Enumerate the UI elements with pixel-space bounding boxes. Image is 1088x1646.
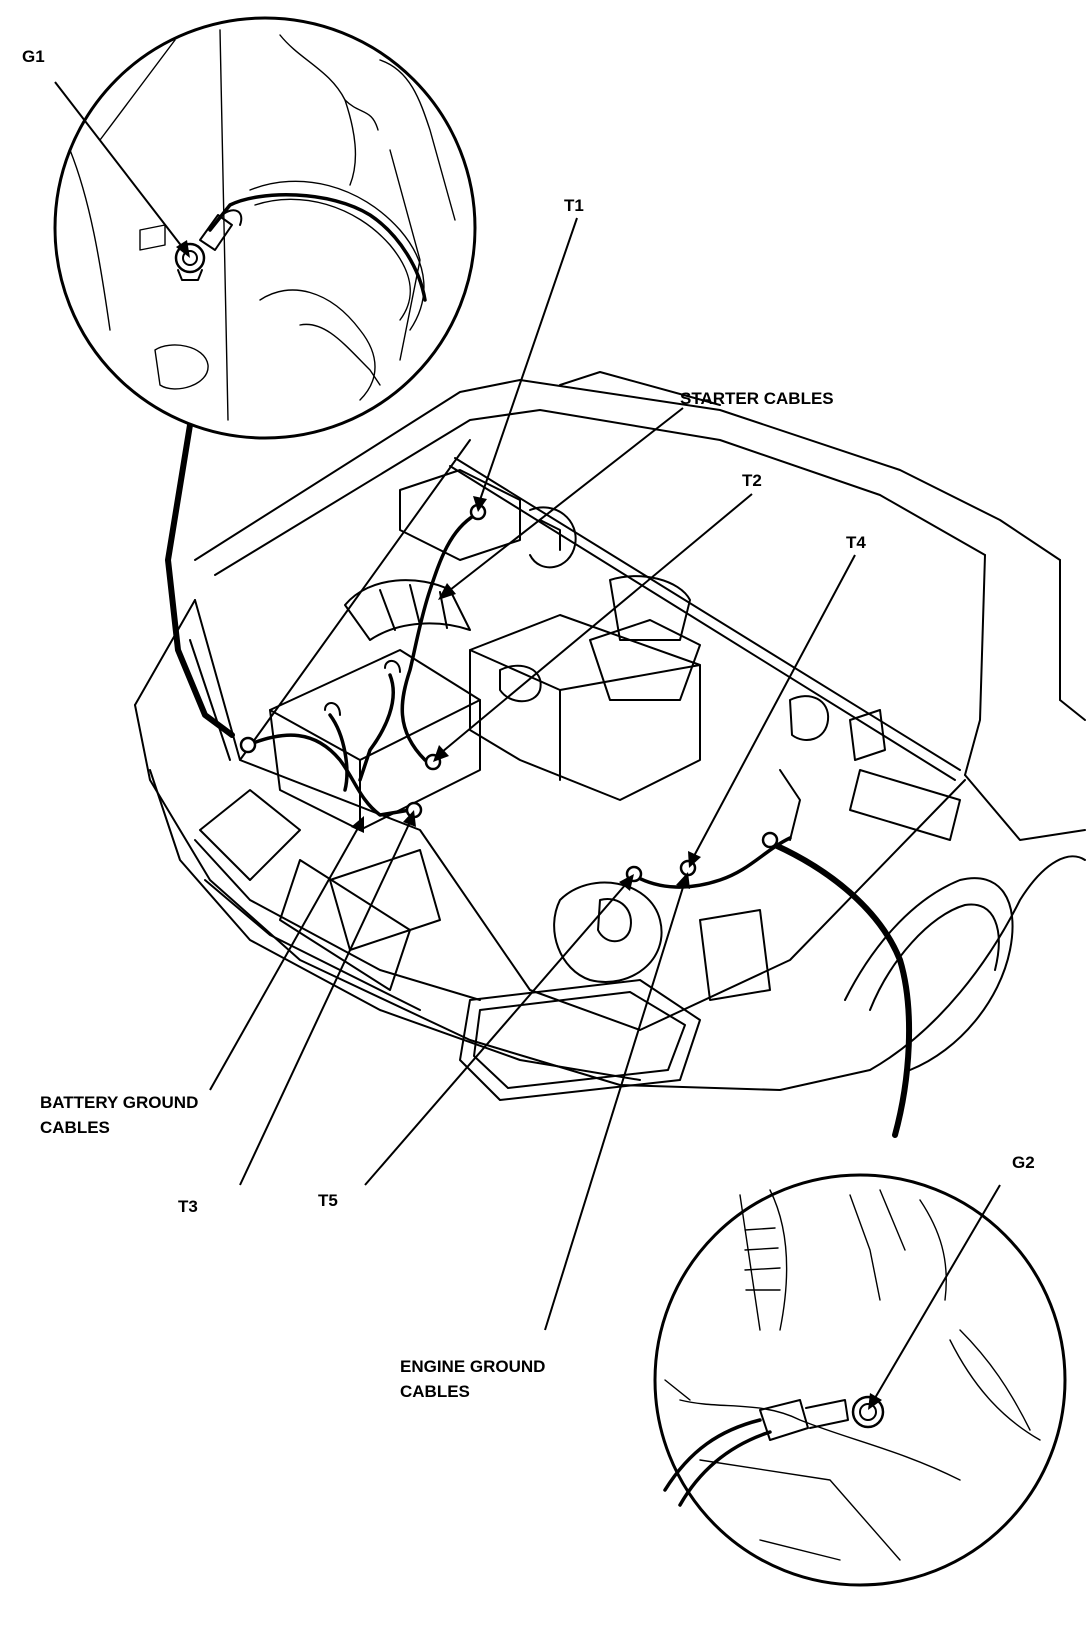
engine-components-illustration [189,469,961,1001]
g1-detail-inset [53,16,477,440]
label-battery-ground-line1: BATTERY GROUND [40,1093,198,1112]
g1-inset-circle [53,16,477,440]
starter-cable [400,513,477,762]
label-g2: G2 [1012,1153,1035,1172]
label-starter-cables: STARTER CABLES [680,389,834,408]
label-engine-ground-line1: ENGINE GROUND [400,1357,545,1376]
fender-bolt [761,831,779,849]
battery-bolt [239,736,257,754]
label-t3: T3 [178,1197,198,1216]
ground-cables [165,422,913,1138]
label-t2: T2 [742,471,762,490]
g2-inset-circle [653,1173,1067,1587]
label-g1: G1 [22,47,45,66]
callout-labels: G1 T1 STARTER CABLES T2 T4 BATTERY GROUN… [22,47,1035,1401]
label-t4: T4 [846,533,866,552]
label-battery-ground-line2: CABLES [40,1118,110,1137]
terminal-bolts [239,503,779,883]
engine-ground-cable [633,836,792,889]
car-body-illustration [134,371,1086,1101]
g1-ground-cable [165,422,235,738]
label-t1: T1 [564,196,584,215]
leader-lines [54,81,1001,1410]
starter-cable-2 [358,673,395,782]
label-engine-ground-line2: CABLES [400,1382,470,1401]
label-t5: T5 [318,1191,338,1210]
g2-detail-inset [653,1173,1067,1587]
battery-ground-cable [246,733,412,817]
g2-ground-cable [772,842,913,1138]
battery-ground-cable-2 [328,713,349,792]
